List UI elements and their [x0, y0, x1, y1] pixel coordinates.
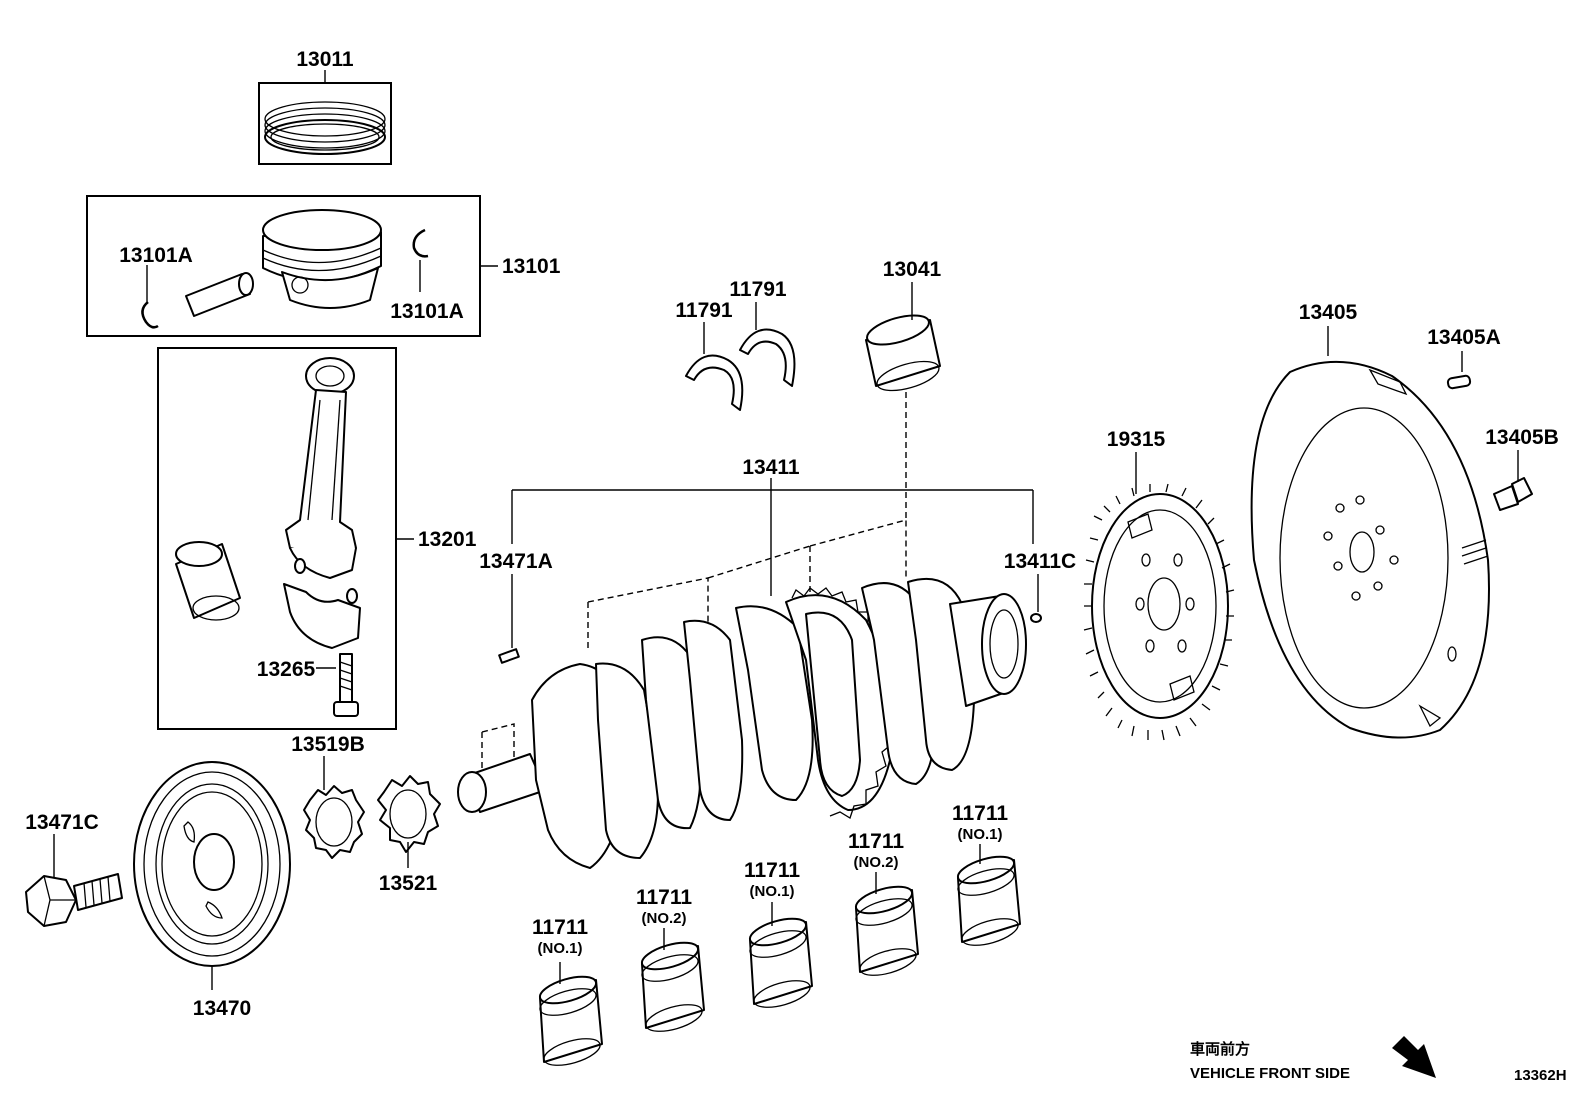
label-13201: 13201 [418, 528, 477, 551]
thrust-washer-right[interactable] [739, 328, 796, 387]
crank-position-sensor-plate[interactable] [1083, 483, 1235, 741]
label-11711-3-sub: (NO.1) [750, 883, 795, 900]
label-11791-right: 11791 [729, 278, 787, 301]
main-bearing-4[interactable] [853, 881, 919, 980]
crank-pin-bearing[interactable] [864, 310, 942, 397]
label-13101a-left: 13101A [119, 244, 193, 267]
main-bearing-1[interactable] [537, 971, 603, 1070]
front-direction-arrow-icon [1392, 1036, 1436, 1078]
label-11791-left: 11791 [675, 299, 733, 322]
flywheel-dowel-pin[interactable] [1446, 374, 1472, 390]
label-11711-2-sub: (NO.2) [642, 910, 687, 927]
flywheel-bolt[interactable] [1493, 477, 1533, 511]
label-13405a: 13405A [1427, 326, 1501, 349]
snap-ring-right[interactable] [412, 228, 429, 258]
label-13101: 13101 [502, 255, 561, 278]
label-13411c: 13411C [1004, 550, 1076, 573]
main-bearing-2[interactable] [639, 937, 705, 1036]
pulley-bolt[interactable] [25, 873, 123, 927]
thrust-washer-left[interactable] [685, 354, 744, 411]
crank-timing-sprocket[interactable] [377, 775, 441, 853]
direction-label-jp: 車両前方 [1190, 1040, 1250, 1058]
label-13470: 13470 [193, 997, 251, 1020]
label-13521: 13521 [379, 872, 438, 895]
label-13471a: 13471A [479, 550, 553, 573]
conrod-cap[interactable] [283, 558, 361, 649]
label-19315: 19315 [1107, 428, 1166, 451]
piston[interactable] [262, 209, 382, 309]
label-13519b: 13519B [291, 733, 365, 756]
label-11711-1: 11711 [532, 916, 588, 939]
flywheel[interactable] [1250, 360, 1490, 739]
label-13405b: 13405B [1485, 426, 1559, 449]
label-13101a-right: 13101A [390, 300, 464, 323]
crankshaft[interactable] [457, 577, 1027, 869]
label-11711-2: 11711 [636, 886, 692, 909]
main-bearing-5[interactable] [955, 851, 1021, 950]
crankshaft-pulley[interactable] [133, 761, 291, 967]
piston-ring-set[interactable] [258, 82, 392, 165]
crank-key[interactable] [498, 648, 520, 664]
label-13471c: 13471C [25, 811, 99, 834]
label-11711-1-sub: (NO.1) [538, 940, 583, 957]
crank-pin-13411c[interactable] [1030, 613, 1042, 623]
connecting-rod[interactable] [285, 357, 357, 579]
label-11711-5: 11711 [952, 802, 1008, 825]
label-13041: 13041 [883, 258, 942, 281]
label-11711-5-sub: (NO.1) [958, 826, 1003, 843]
label-13405: 13405 [1299, 301, 1358, 324]
piston-pin[interactable] [185, 272, 254, 317]
crank-timing-gear[interactable] [303, 785, 365, 859]
diagram-code: 13362H [1514, 1067, 1567, 1084]
label-11711-3: 11711 [744, 859, 800, 882]
label-13265: 13265 [257, 658, 316, 681]
label-11711-4-sub: (NO.2) [854, 854, 899, 871]
conrod-bearing[interactable] [175, 541, 241, 621]
direction-label-en: VEHICLE FRONT SIDE [1190, 1065, 1350, 1082]
snap-ring-left[interactable] [141, 301, 159, 329]
main-bearing-3[interactable] [747, 913, 813, 1012]
conrod-bolt[interactable] [333, 653, 359, 717]
label-11711-4: 11711 [848, 830, 904, 853]
label-13411: 13411 [742, 456, 800, 479]
label-13011: 13011 [296, 48, 354, 71]
